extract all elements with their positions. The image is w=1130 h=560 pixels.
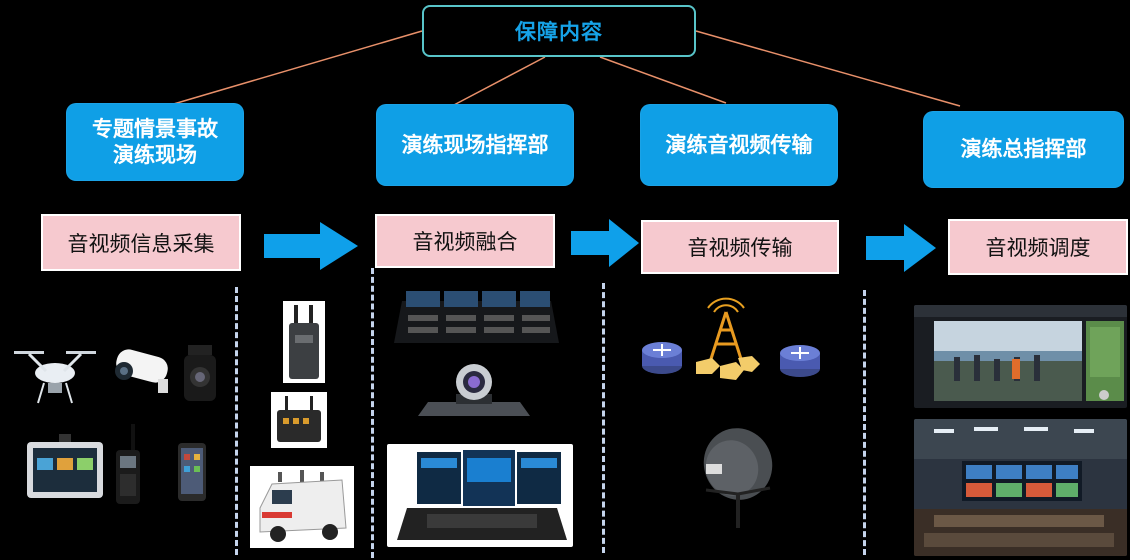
connector-line-2 xyxy=(451,56,546,107)
rugged-laptop-photo xyxy=(387,444,573,547)
connector-line-4 xyxy=(695,30,961,107)
video-wall-screen-icon xyxy=(914,305,1127,401)
category-general-command: 演练总指挥部 xyxy=(923,111,1124,188)
process-av-dispatch: 音视频调度 xyxy=(948,219,1128,275)
divider-4 xyxy=(863,290,866,555)
flow-arrow-2 xyxy=(571,219,639,267)
router-icon xyxy=(642,342,682,374)
smartphone-icon xyxy=(178,443,206,501)
bullet-camera-icon xyxy=(115,349,168,393)
command-center-room-icon xyxy=(914,419,1127,556)
portable-base-station-icon xyxy=(271,392,327,448)
backpack-transmitter-icon xyxy=(283,301,325,383)
router-icon xyxy=(780,345,820,377)
divider-1 xyxy=(235,287,238,555)
category-onsite-command: 演练现场指挥部 xyxy=(376,104,574,186)
signal-tower-icon xyxy=(696,297,760,380)
command-vehicle-icon xyxy=(250,466,354,548)
process-av-fusion: 音视频融合 xyxy=(375,214,555,268)
satellite-dish-icon xyxy=(703,428,773,528)
connector-line-1 xyxy=(159,30,423,109)
divider-2 xyxy=(371,268,374,558)
category-drill-site: 专题情景事故 演练现场 xyxy=(66,103,244,181)
process-av-capture: 音视频信息采集 xyxy=(41,214,241,271)
conference-camera-icon xyxy=(418,364,530,416)
video-console-icon xyxy=(394,291,559,343)
connector-line-3 xyxy=(599,56,727,104)
divider-3 xyxy=(602,283,605,553)
process-av-transmission: 音视频传输 xyxy=(641,220,839,274)
walkie-talkie-icon xyxy=(116,424,140,504)
root-label: 保障内容 xyxy=(515,20,603,44)
video-terminal-icon xyxy=(27,434,103,498)
rugged-laptop-icon xyxy=(397,450,567,540)
command-center-room xyxy=(914,419,1127,556)
drone-icon xyxy=(14,351,96,404)
flow-arrow-3 xyxy=(866,224,936,272)
ptz-camera-icon xyxy=(184,345,216,401)
category-av-transmission: 演练音视频传输 xyxy=(640,104,838,186)
flow-arrow-1 xyxy=(264,222,358,270)
video-wall-screen xyxy=(914,305,1127,408)
root-node: 保障内容 xyxy=(422,5,696,57)
